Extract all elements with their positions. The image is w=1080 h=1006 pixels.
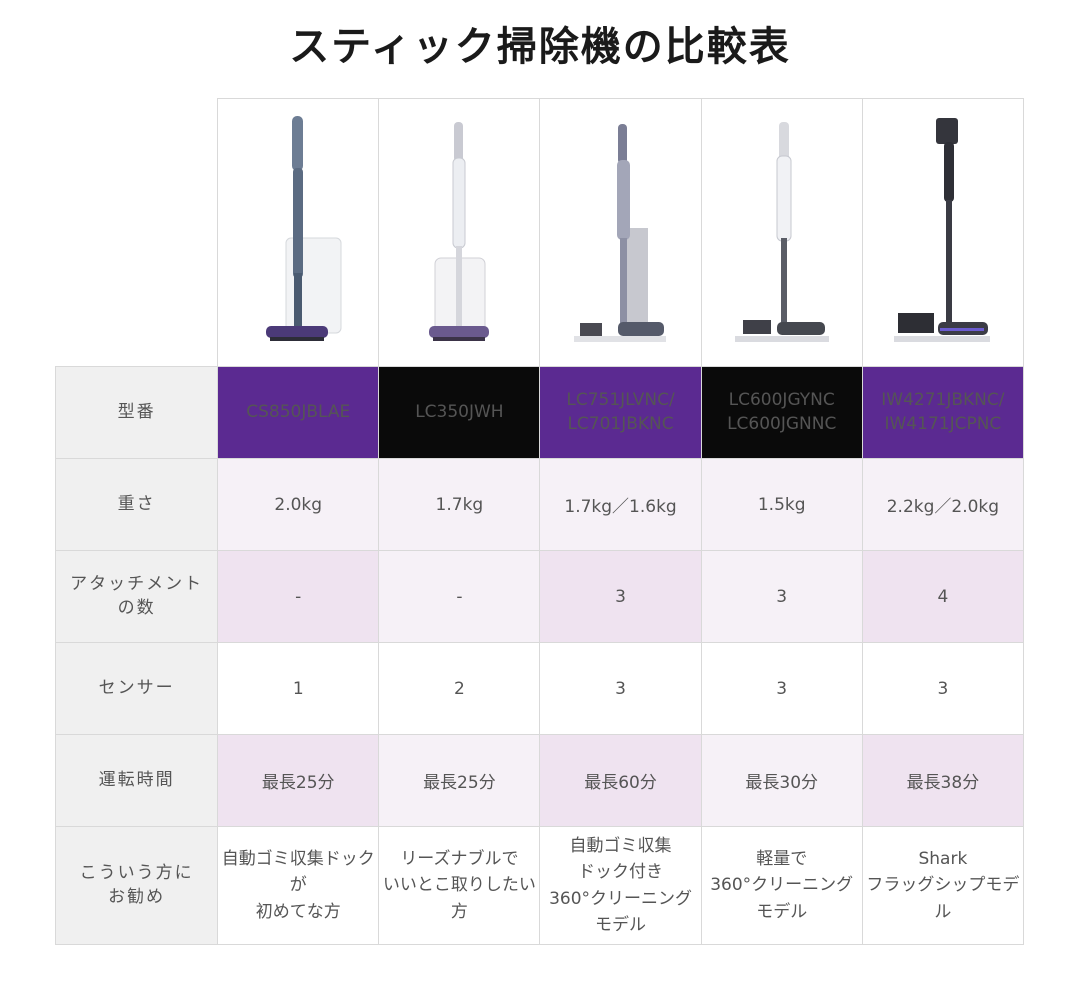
model-number: CS850JBLAE — [246, 401, 351, 422]
recommended-line: ドック付き — [578, 862, 664, 883]
row-header-line: こういう方に — [79, 862, 194, 883]
corner-cell — [55, 98, 219, 367]
weight-cell: 1.5kg — [700, 458, 863, 551]
sensors-cell: 3 — [861, 642, 1025, 735]
recommended-cell: 自動ゴミ収集ドック付き 360°クリーニングモデル — [539, 826, 702, 945]
sensors-cell: 3 — [700, 642, 863, 735]
weight-cell: 2.0kg — [217, 458, 380, 551]
recommended-line: フラッグシップモデル — [866, 875, 1020, 922]
row-header-runtime: 運転時間 — [54, 734, 219, 827]
cordless-vacuum-white-icon — [429, 121, 490, 341]
model-number: LC751JLVNC/ — [566, 389, 675, 410]
weight-cell: 1.7kg／1.6kg — [539, 458, 702, 551]
model-cell: LC350JWH — [378, 366, 541, 459]
product-image-cell — [700, 98, 863, 367]
recommended-line: モデル — [756, 901, 808, 922]
recommended-line: モデル — [595, 914, 647, 935]
weight-cell: 2.2kg／2.0kg — [861, 458, 1025, 551]
recommended-line: Shark — [918, 848, 968, 869]
model-cell: CS850JBLAE — [217, 366, 380, 459]
cordless-vacuum-with-dock-icon — [266, 115, 342, 341]
cordless-vacuum-with-attachments-icon — [734, 121, 829, 342]
cordless-vacuum-with-attachments-icon — [893, 117, 990, 342]
model-row: 型番 CS850JBLAE LC350JWH LC751JLVNC/LC701J… — [54, 366, 1025, 459]
model-cell: LC600JGYNC LC600JGNNC — [700, 366, 863, 459]
attachments-cell: 3 — [539, 550, 702, 643]
recommended-line: 初めてな方 — [255, 901, 341, 922]
recommended-line: 360°クリーニング — [710, 875, 854, 896]
row-header-line: の数 — [117, 597, 156, 618]
product-image-cell — [378, 98, 541, 367]
sensors-cell: 2 — [378, 642, 541, 735]
runtime-cell: 最長25分 — [217, 734, 380, 827]
recommended-cell: Shark フラッグシップモデル — [861, 826, 1025, 945]
model-number: IW4271JBKNC/ — [881, 389, 1005, 410]
model-number: LC600JGYNC — [728, 389, 835, 410]
model-cell: IW4271JBKNC/IW4171JCPNC — [861, 366, 1025, 459]
product-image-cell — [539, 98, 702, 367]
attachments-cell: 4 — [861, 550, 1025, 643]
weight-cell: 1.7kg — [378, 458, 541, 551]
row-header-recommended: こういう方にお勧め — [54, 826, 219, 945]
product-image-row — [55, 98, 1025, 367]
page-title: スティック掃除機の比較表 — [289, 24, 791, 70]
recommended-line: 自動ゴミ収集ドックが — [221, 848, 375, 896]
runtime-row: 運転時間 最長25分 最長25分 最長60分 最長30分 最長38分 — [54, 734, 1025, 827]
model-number: LC600JGNNC — [727, 413, 837, 434]
sensors-cell: 1 — [217, 642, 380, 735]
recommended-cell: 軽量で 360°クリーニングモデル — [700, 826, 863, 945]
recommended-cell: 自動ゴミ収集ドックが初めてな方 — [217, 826, 380, 945]
recommended-line: 自動ゴミ収集 — [569, 835, 672, 856]
attachments-cell: - — [217, 550, 380, 643]
attachments-row: アタッチメントの数 - - 3 3 4 — [54, 550, 1025, 643]
runtime-cell: 最長25分 — [378, 734, 541, 827]
row-header-model: 型番 — [54, 366, 219, 459]
sensors-row: センサー 1 2 3 3 3 — [54, 642, 1025, 735]
row-header-line: アタッチメント — [70, 573, 204, 594]
model-number: LC701JBKNC — [567, 413, 674, 434]
attachments-cell: 3 — [700, 550, 863, 643]
row-header-weight: 重さ — [54, 458, 219, 551]
cordless-vacuum-with-attachments-icon — [573, 123, 666, 342]
row-header-attachments: アタッチメントの数 — [54, 550, 219, 643]
product-image-cell — [861, 98, 1025, 367]
row-header-line: お勧め — [108, 886, 166, 907]
runtime-cell: 最長30分 — [700, 734, 863, 827]
runtime-cell: 最長38分 — [861, 734, 1025, 827]
weight-row: 重さ 2.0kg 1.7kg 1.7kg／1.6kg 1.5kg 2.2kg／2… — [54, 458, 1025, 551]
row-header-sensors: センサー — [54, 642, 219, 735]
recommended-line: リーズナブルで — [400, 848, 519, 869]
comparison-table: 型番 CS850JBLAE LC350JWH LC751JLVNC/LC701J… — [54, 98, 1025, 945]
sensors-cell: 3 — [539, 642, 702, 735]
recommended-line: 360°クリーニング — [549, 888, 693, 909]
attachments-cell: - — [378, 550, 541, 643]
model-cell: LC751JLVNC/LC701JBKNC — [539, 366, 702, 459]
recommended-line: 軽量で — [756, 848, 808, 869]
recommended-row: こういう方にお勧め 自動ゴミ収集ドックが初めてな方 リーズナブルでいいとこ取りし… — [54, 826, 1025, 945]
model-number: LC350JWH — [415, 401, 504, 422]
recommended-cell: リーズナブルでいいとこ取りしたい方 — [378, 826, 541, 945]
model-number: IW4171JCPNC — [884, 413, 1002, 434]
product-image-cell — [217, 98, 380, 367]
recommended-line: いいとこ取りしたい方 — [382, 875, 536, 922]
runtime-cell: 最長60分 — [539, 734, 702, 827]
